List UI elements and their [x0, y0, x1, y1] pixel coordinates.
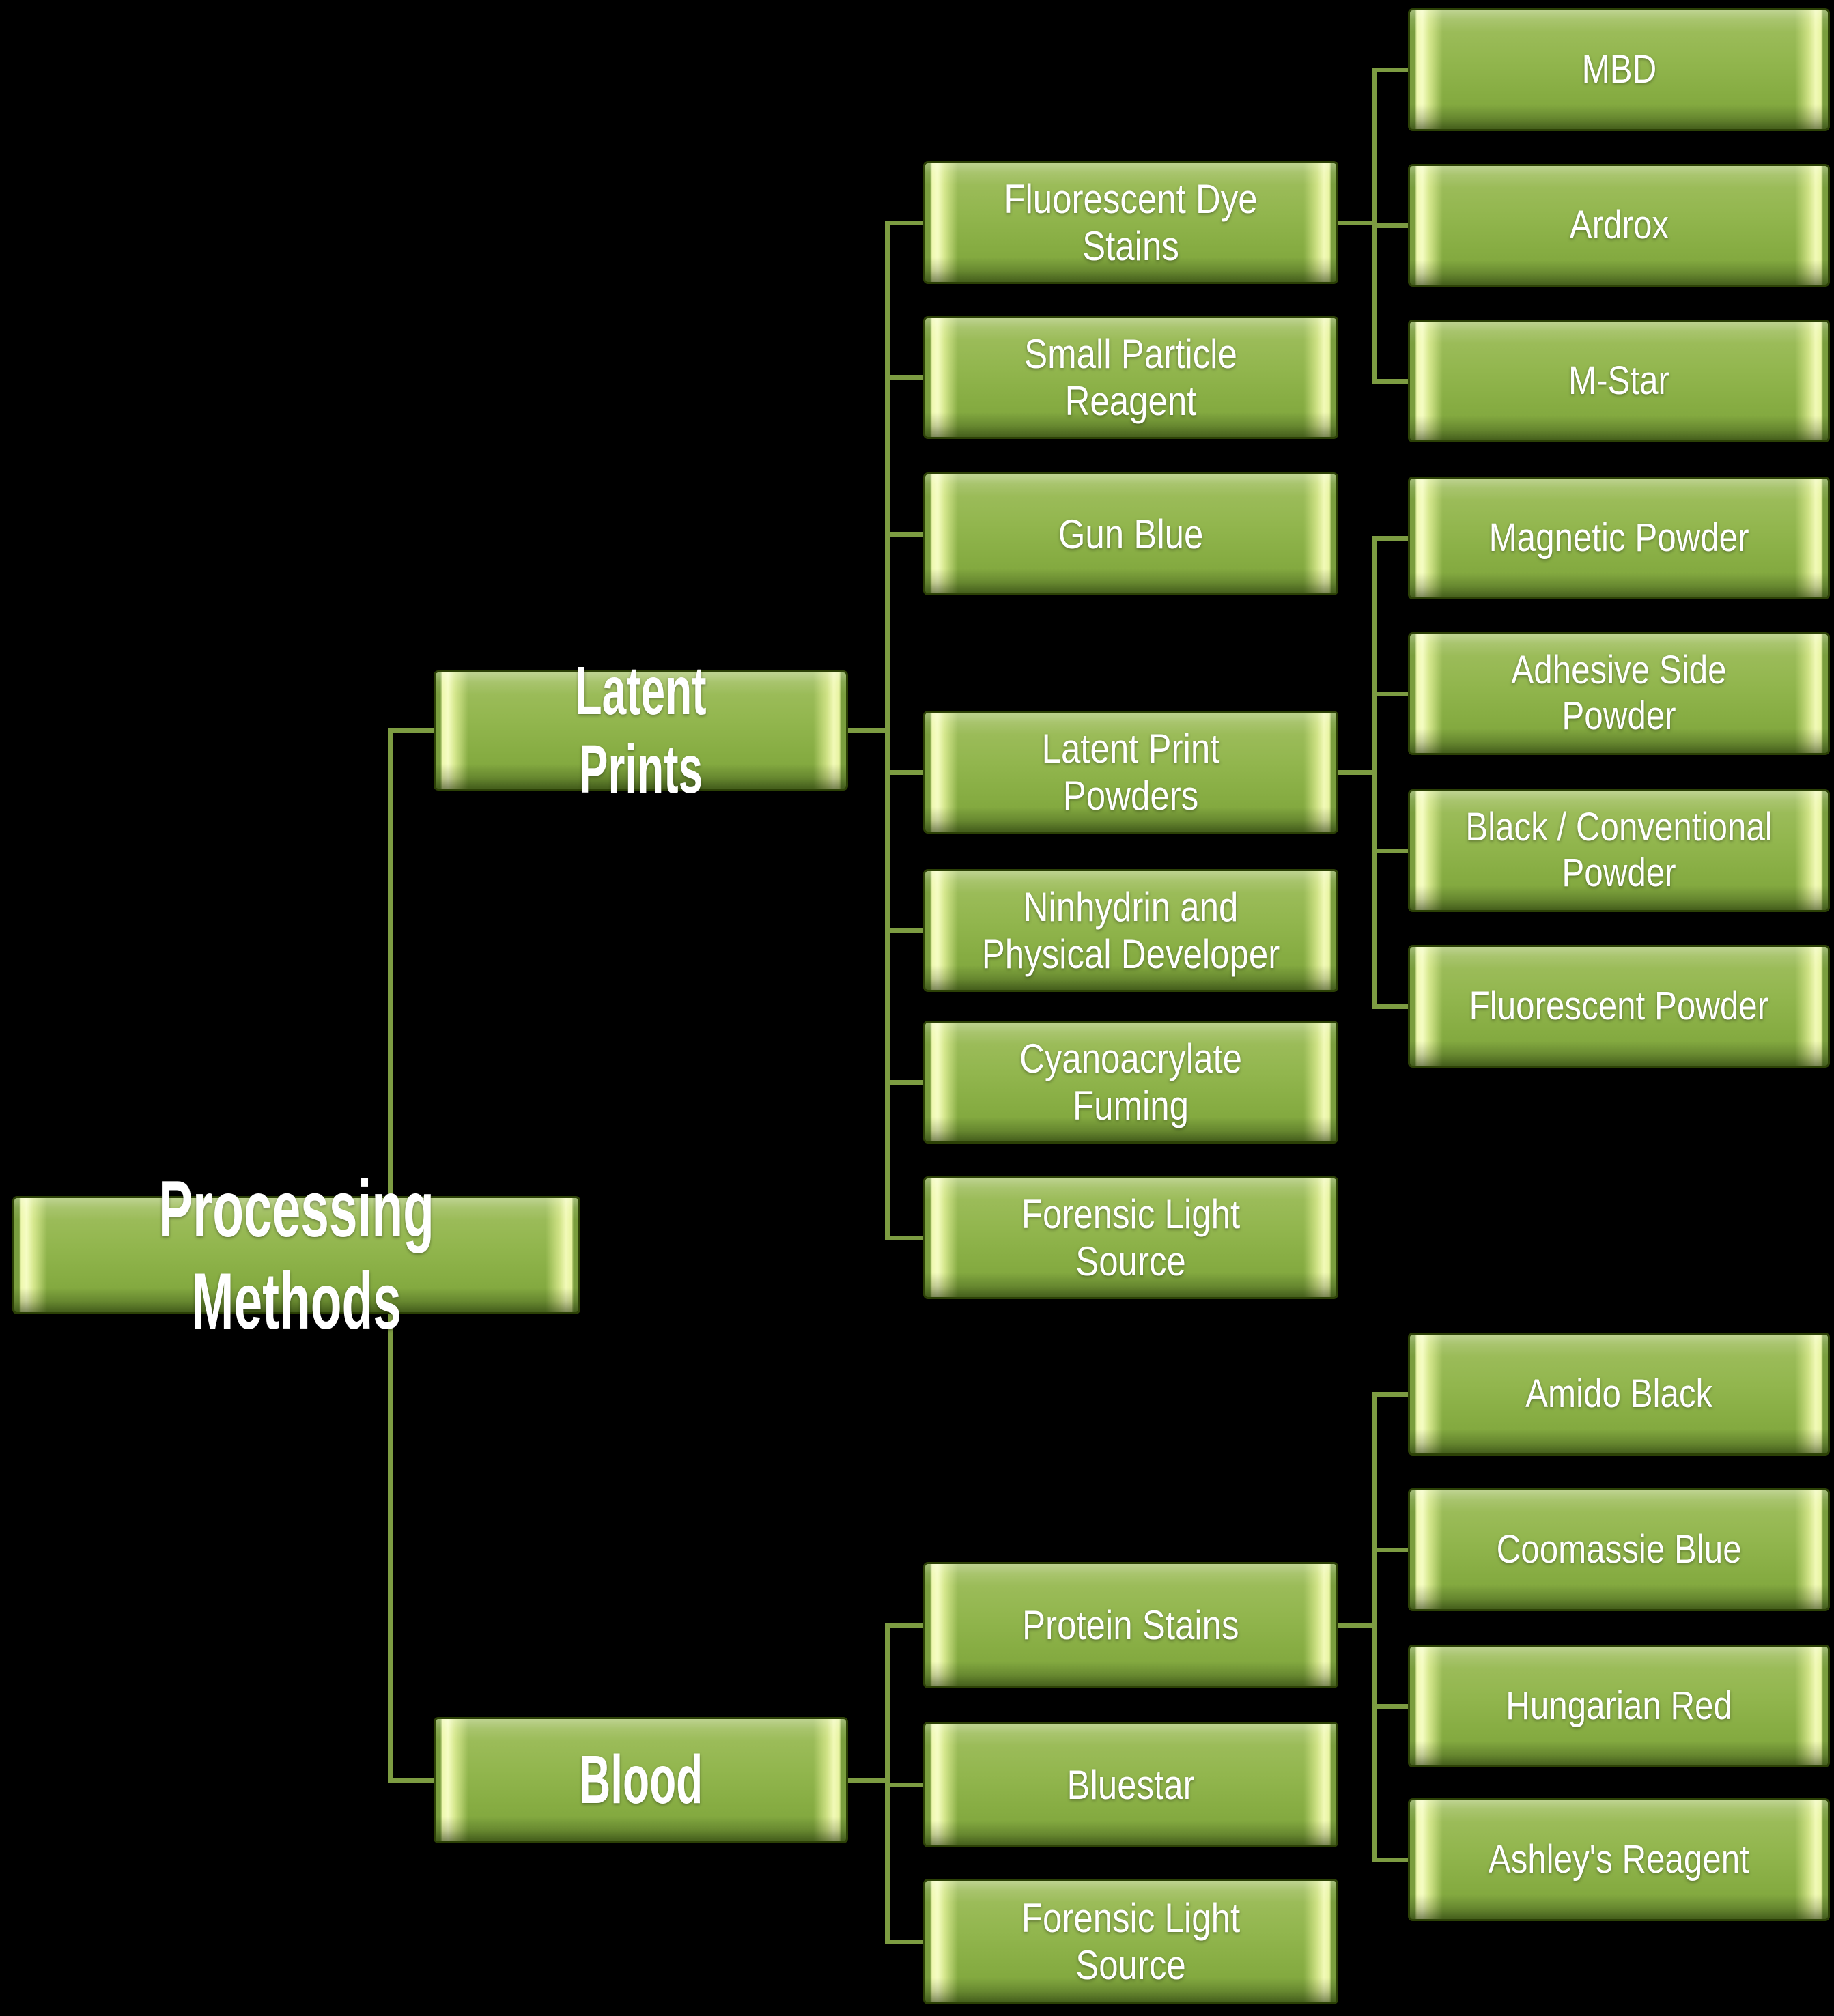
- connector-stub-forensic-light-source-latent: [885, 1236, 926, 1240]
- node-forensic-light-source-latent: Forensic Light Source: [923, 1176, 1338, 1299]
- node-gun-blue: Gun Blue: [923, 472, 1338, 595]
- connector-stub-ardrox: [1372, 223, 1411, 228]
- connector-stub-mbd: [1372, 68, 1411, 72]
- node-label: Coomassie Blue: [1496, 1527, 1742, 1572]
- node-label: Ninhydrin and Physical Developer: [981, 884, 1280, 977]
- connector-stub-black-conventional-powder: [1372, 849, 1411, 853]
- node-hungarian-red: Hungarian Red: [1408, 1645, 1830, 1767]
- connector-protein-children-rail: [1372, 1392, 1377, 1862]
- node-label: Latent Prints: [575, 653, 707, 808]
- node-label: MBD: [1581, 46, 1656, 91]
- node-amido-black: Amido Black: [1408, 1333, 1830, 1456]
- node-protein-stains: Protein Stains: [923, 1562, 1338, 1688]
- node-label: M-Star: [1568, 358, 1669, 403]
- connector-stub-cyanoacrylate: [885, 1080, 926, 1085]
- node-blood: Blood: [434, 1717, 848, 1843]
- connector-stub-latent-print-powders: [885, 770, 926, 775]
- connector-latent-stub: [388, 728, 440, 733]
- connector-stub-coomassie-blue: [1372, 1548, 1411, 1552]
- connector-latent-feeder: [845, 728, 888, 733]
- node-label: Forensic Light Source: [1021, 1191, 1241, 1284]
- connector-stub-fluorescent-dye-stains: [885, 221, 926, 225]
- node-label: Processing Methods: [158, 1163, 434, 1346]
- connector-stub-magnetic-powder: [1372, 536, 1411, 541]
- node-label: Adhesive Side Powder: [1511, 648, 1727, 738]
- node-latent-print-powders: Latent Print Powders: [923, 711, 1338, 834]
- node-processing-methods: Processing Methods: [12, 1164, 580, 1346]
- node-label: Latent Print Powders: [1041, 726, 1220, 819]
- node-bluestar: Bluestar: [923, 1722, 1338, 1847]
- node-label: Small Particle Reagent: [1024, 331, 1237, 424]
- connector-stub-bluestar: [885, 1783, 926, 1787]
- node-black-conventional-powder: Black / Conventional Powder: [1408, 789, 1830, 912]
- node-coomassie-blue: Coomassie Blue: [1408, 1488, 1830, 1611]
- node-label: Black / Conventional Powder: [1465, 805, 1773, 895]
- connector-stub-ninhydrin: [885, 928, 926, 933]
- connector-blood-feeder: [845, 1778, 888, 1783]
- node-cyanoacrylate-fuming: Cyanoacrylate Fuming: [923, 1021, 1338, 1144]
- node-fluorescent-powder: Fluorescent Powder: [1408, 945, 1830, 1068]
- connector-protein-feeder: [1336, 1623, 1375, 1628]
- connector-stub-small-particle-reagent: [885, 375, 926, 380]
- node-label: Amido Black: [1525, 1371, 1712, 1416]
- node-ardrox: Ardrox: [1408, 164, 1830, 287]
- connector-stub-ashleys-reagent: [1372, 1858, 1411, 1862]
- node-mbd: MBD: [1408, 8, 1830, 131]
- connector-stub-gun-blue: [885, 532, 926, 537]
- connector-fds-feeder: [1336, 221, 1375, 225]
- node-label: Cyanoacrylate Fuming: [1019, 1036, 1243, 1128]
- connector-stub-protein-stains: [885, 1623, 926, 1628]
- node-label: Ashley's Reagent: [1488, 1836, 1750, 1882]
- node-label: Hungarian Red: [1506, 1683, 1732, 1728]
- node-forensic-light-source-blood: Forensic Light Source: [923, 1879, 1338, 2004]
- node-label: Forensic Light Source: [1021, 1895, 1241, 1988]
- node-label: Fluorescent Powder: [1469, 983, 1769, 1028]
- connector-stub-hungarian-red: [1372, 1704, 1411, 1709]
- node-label: Protein Stains: [1022, 1602, 1239, 1648]
- node-m-star: M-Star: [1408, 320, 1830, 442]
- node-label: Ardrox: [1569, 202, 1669, 247]
- node-latent-prints: Latent Prints: [434, 653, 848, 808]
- connector-stub-fluorescent-powder: [1372, 1004, 1411, 1009]
- node-label: Bluestar: [1067, 1761, 1195, 1808]
- connector-stub-amido-black: [1372, 1392, 1411, 1397]
- connector-latent-children-rail: [885, 221, 890, 1240]
- connector-blood-stub: [388, 1778, 440, 1783]
- connector-stub-forensic-light-source-blood: [885, 1940, 926, 1944]
- node-label: Blood: [578, 1742, 703, 1818]
- node-ashleys-reagent: Ashley's Reagent: [1408, 1798, 1830, 1921]
- node-small-particle-reagent: Small Particle Reagent: [923, 316, 1338, 439]
- node-fluorescent-dye-stains: Fluorescent Dye Stains: [923, 161, 1338, 284]
- node-label: Gun Blue: [1058, 511, 1204, 557]
- node-label: Magnetic Powder: [1489, 515, 1749, 560]
- connector-stub-m-star: [1372, 379, 1411, 384]
- node-magnetic-powder: Magnetic Powder: [1408, 477, 1830, 599]
- connector-stub-adhesive-side-powder: [1372, 692, 1411, 696]
- node-label: Fluorescent Dye Stains: [1004, 176, 1258, 269]
- connector-lpp-feeder: [1336, 770, 1375, 775]
- node-adhesive-side-powder: Adhesive Side Powder: [1408, 632, 1830, 755]
- connector-lpp-children-rail: [1372, 536, 1377, 1009]
- node-ninhydrin-physical-developer: Ninhydrin and Physical Developer: [923, 869, 1338, 992]
